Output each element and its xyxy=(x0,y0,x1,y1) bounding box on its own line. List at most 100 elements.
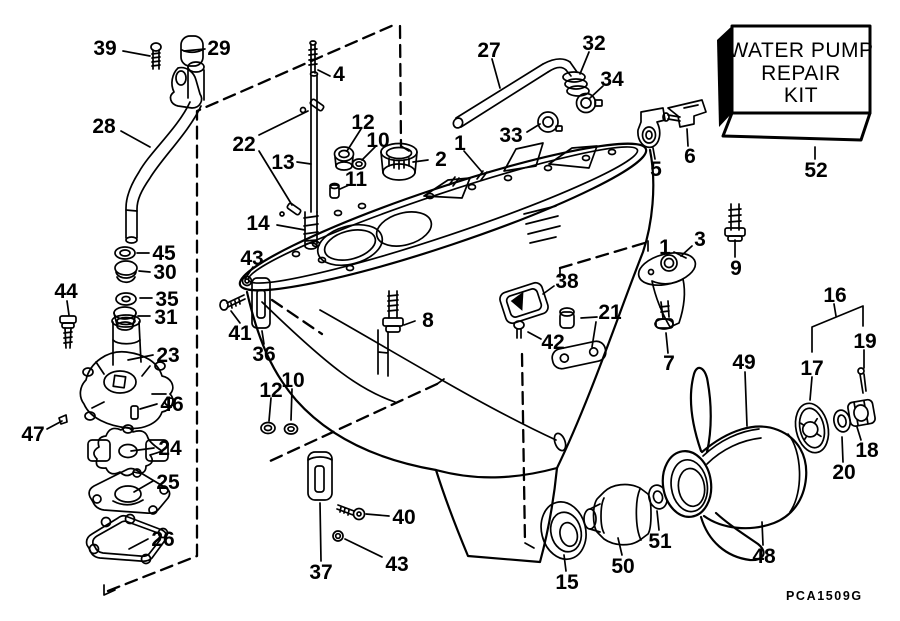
water-tube-28 xyxy=(125,101,191,239)
callout-16: 16 xyxy=(823,284,846,307)
gasket-26 xyxy=(85,514,168,563)
tube-cap-29 xyxy=(180,35,204,67)
driveshaft-assembly xyxy=(279,40,325,250)
washer-35 xyxy=(115,292,137,306)
grommet-12a xyxy=(333,146,355,162)
flange-pads xyxy=(423,142,598,199)
hose-assembly xyxy=(452,58,603,133)
callout-46: 46 xyxy=(160,393,183,416)
exhaust-gills xyxy=(523,205,561,244)
callout-47: 47 xyxy=(21,423,44,446)
alignment-dashes xyxy=(103,22,687,596)
thrust-hub-50 xyxy=(592,483,652,546)
callout-7: 7 xyxy=(663,352,675,375)
kit-box-line2: REPAIR xyxy=(761,62,841,85)
bolt-44 xyxy=(59,315,77,349)
anchor-bracket-group xyxy=(637,99,707,149)
callout-51: 51 xyxy=(648,530,672,553)
trim-tab-group xyxy=(637,203,746,330)
callout-15: 15 xyxy=(555,571,579,594)
water-pump-housing-23 xyxy=(79,314,176,434)
callout-28: 28 xyxy=(92,115,116,138)
callout-38: 38 xyxy=(555,270,579,293)
propeller-48 xyxy=(661,366,808,562)
clamp-5 xyxy=(637,107,666,149)
anode-21 xyxy=(559,311,575,329)
clamp-33 xyxy=(537,111,559,133)
plug-11 xyxy=(329,184,340,199)
washer-10b xyxy=(283,423,299,435)
bracket-6 xyxy=(667,99,707,128)
callout-4: 4 xyxy=(333,63,345,86)
callout-33: 33 xyxy=(499,124,522,147)
grommet-12b xyxy=(260,421,276,435)
callout-37: 37 xyxy=(309,561,332,584)
callout-26: 26 xyxy=(151,528,174,551)
plug-37 xyxy=(307,451,333,501)
pin-46 xyxy=(130,405,139,420)
block-36 xyxy=(251,277,271,329)
nut-43b xyxy=(332,530,344,542)
repair-kit-box: WATER PUMP REPAIR KIT xyxy=(717,24,874,142)
water-tube-assembly xyxy=(125,35,205,244)
callout-1b: 1 xyxy=(659,236,671,259)
callout-11: 11 xyxy=(345,168,368,191)
pinion-14 xyxy=(303,211,319,245)
intake-screen-38 xyxy=(499,281,549,325)
callout-48: 48 xyxy=(752,545,776,568)
drawing-code: PCA1509G xyxy=(786,589,863,603)
callout-41: 41 xyxy=(228,322,252,345)
driveshaft-seals xyxy=(329,142,418,199)
leader-lines xyxy=(46,48,865,572)
callout-44: 44 xyxy=(54,280,78,303)
clip-22b xyxy=(286,202,302,216)
callout-50: 50 xyxy=(611,555,634,578)
bearing-housing-15 xyxy=(540,501,587,561)
callout-12b: 12 xyxy=(259,379,282,402)
callout-21: 21 xyxy=(598,301,622,324)
prop-blade-top xyxy=(689,366,712,454)
callout-13: 13 xyxy=(271,151,294,174)
gearcase-housing xyxy=(238,142,655,564)
callout-9: 9 xyxy=(730,257,742,280)
callout-39: 39 xyxy=(93,37,116,60)
washer-17 xyxy=(794,402,830,454)
callout-24: 24 xyxy=(158,437,182,460)
fitting-32 xyxy=(562,71,586,83)
callout-32: 32 xyxy=(582,32,605,55)
callout-49: 49 xyxy=(732,351,755,374)
callout-17: 17 xyxy=(800,357,823,380)
callout-10a: 10 xyxy=(366,129,389,152)
callout-43b: 43 xyxy=(385,553,408,576)
mount-block-36-group xyxy=(219,275,271,329)
callout-52: 52 xyxy=(804,159,827,182)
bolt-8 xyxy=(387,290,399,319)
plate-25 xyxy=(88,467,171,515)
callout-3: 3 xyxy=(694,228,706,251)
driveshaft-13 xyxy=(310,74,318,213)
screw-39 xyxy=(151,49,161,70)
screw-7 xyxy=(659,300,670,319)
diffuser-ring-49 xyxy=(702,428,762,465)
impeller-and-plates xyxy=(58,405,171,565)
callout-22: 22 xyxy=(232,133,255,156)
callout-31: 31 xyxy=(154,306,178,329)
callout-18: 18 xyxy=(855,439,879,462)
screw-42 xyxy=(513,320,525,330)
callout-12a: 12 xyxy=(351,111,374,134)
callout-29: 29 xyxy=(207,37,230,60)
callout-14: 14 xyxy=(246,212,270,235)
callout-30: 30 xyxy=(153,261,176,284)
callout-40: 40 xyxy=(392,506,415,529)
grommet-45 xyxy=(114,246,136,260)
kit-box-line1: WATER PUMP xyxy=(729,39,874,62)
callout-6: 6 xyxy=(684,145,696,168)
hose-27 xyxy=(455,63,549,128)
screw-9 xyxy=(728,203,742,231)
seal-30 xyxy=(114,260,138,276)
prop-blade-bottom xyxy=(699,511,765,562)
callout-2: 2 xyxy=(435,148,447,171)
kit-box-line3: KIT xyxy=(784,84,818,107)
callout-35: 35 xyxy=(155,288,179,311)
